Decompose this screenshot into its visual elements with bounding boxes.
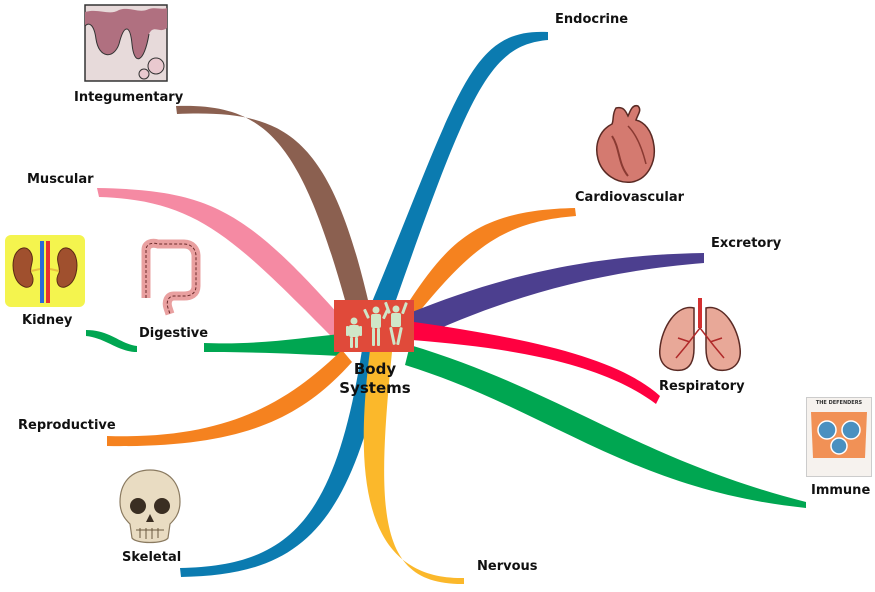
label-kidney: Kidney [22, 313, 73, 328]
branch-excretory [412, 253, 704, 340]
branch-respiratory [412, 322, 660, 404]
colon-image [134, 238, 204, 318]
branch-skeletal [180, 350, 386, 577]
label-muscular: Muscular [27, 172, 94, 187]
defenders-poster-title: THE DEFENDERS [815, 400, 863, 406]
branch-endocrine [372, 31, 548, 302]
branch-reproductive [107, 350, 352, 447]
branch-digestive [204, 334, 340, 356]
center-box [334, 300, 414, 352]
branch-cardiovascular [410, 208, 576, 318]
branch-nervous [363, 350, 464, 585]
lungs-image [656, 298, 744, 376]
label-integumentary: Integumentary [74, 90, 184, 105]
center-title-line2: Systems [339, 379, 411, 397]
label-skeletal: Skeletal [122, 550, 182, 565]
label-reproductive: Reproductive [18, 418, 116, 433]
exercising-figures-icon [346, 301, 408, 348]
branch-muscular [97, 188, 340, 345]
branch-kidney [86, 330, 137, 352]
skin-tissue-image [84, 4, 168, 82]
label-cardiovascular: Cardiovascular [575, 190, 685, 205]
label-respiratory: Respiratory [659, 379, 745, 394]
branch-immune [405, 345, 806, 508]
label-digestive: Digestive [139, 326, 209, 341]
center-title: Body Systems [330, 360, 420, 398]
label-immune: Immune [811, 483, 871, 498]
skull-image [116, 468, 184, 546]
kidney-image [5, 235, 85, 307]
label-endocrine: Endocrine [555, 12, 629, 27]
heart-image [592, 104, 658, 186]
defenders-poster-image: THE DEFENDERS [806, 397, 872, 477]
branch-integumentary [176, 105, 368, 300]
center-title-line1: Body [353, 360, 397, 378]
label-excretory: Excretory [711, 236, 782, 251]
label-nervous: Nervous [477, 559, 538, 574]
